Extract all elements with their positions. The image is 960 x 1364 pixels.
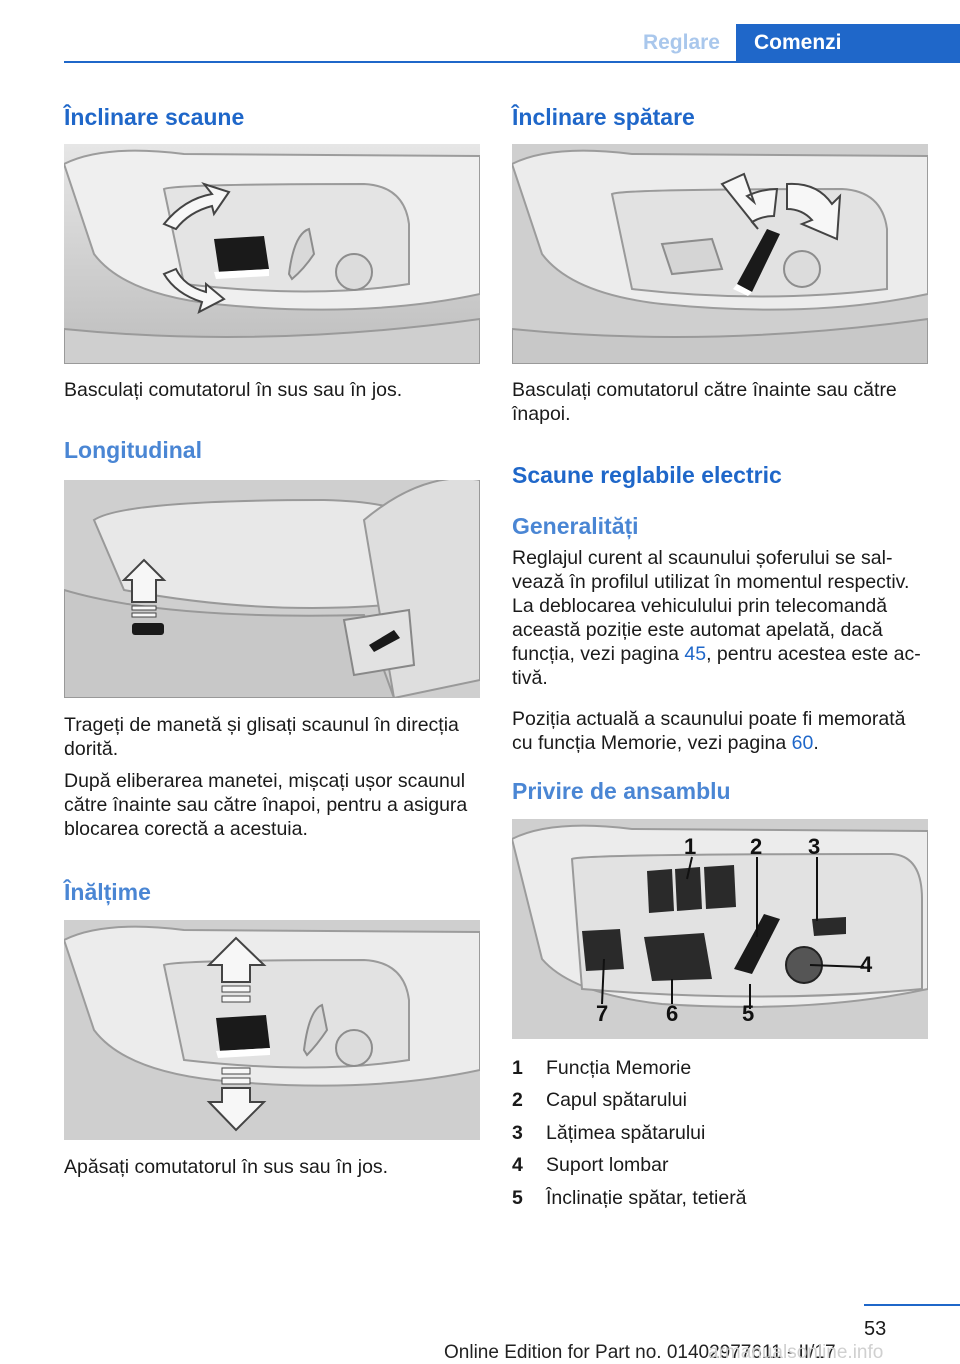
callout-7: 7 xyxy=(596,1001,608,1026)
section-title-electric-seats: Scaune reglabile electric xyxy=(512,462,782,488)
section-title-overview: Privire de ansamblu xyxy=(512,778,731,804)
list-item: 1 Funcția Memorie xyxy=(512,1056,692,1079)
list-item: 3 Lățimea spătarului xyxy=(512,1121,706,1144)
general-text-2: Poziția actuală a scaunului poate fi mem… xyxy=(512,708,906,754)
footer-rule xyxy=(864,1304,960,1306)
page-number: 53 xyxy=(864,1318,887,1340)
overview-illustration: 1 2 3 4 5 6 7 xyxy=(512,819,928,1039)
section-title-height: Înălțime xyxy=(64,879,151,905)
seat-tilt-illustration xyxy=(64,144,480,364)
watermark: armanualsonline.info xyxy=(708,1342,884,1363)
longitudinal-illustration xyxy=(64,480,480,698)
header-tabs: Reglare Comenzi xyxy=(626,24,960,62)
callout-4: 4 xyxy=(860,952,873,977)
backrest-tilt-illustration xyxy=(512,144,928,364)
tab-comenzi[interactable]: Comenzi xyxy=(736,24,960,62)
edition-text: Online Edition for Part no. 01402977611 … xyxy=(444,1342,836,1363)
overview-legend: 1 Funcția Memorie 2 Capul spătarului 3 L… xyxy=(512,1052,747,1215)
callout-1: 1 xyxy=(684,834,696,859)
longitudinal-text-1: Trageți de manetă și glisați scaunul în … xyxy=(64,714,459,760)
header-rule xyxy=(64,61,960,63)
section-title-seat-tilt: Înclinare scaune xyxy=(64,104,245,130)
backrest-tilt-caption: Basculați comutatorul către înainte sau … xyxy=(512,379,897,425)
callout-6: 6 xyxy=(666,1001,678,1026)
callout-2: 2 xyxy=(750,834,762,859)
longitudinal-text-2: După eliberarea manetei, mișcați ușor sc… xyxy=(64,770,468,840)
callout-5: 5 xyxy=(742,1001,754,1026)
height-caption: Apăsați comutatorul în sus sau în jos. xyxy=(64,1156,389,1178)
subsection-title-general: Generalități xyxy=(512,513,639,539)
callout-3: 3 xyxy=(808,834,820,859)
section-title-longitudinal: Longitudinal xyxy=(64,437,202,463)
page-link-45[interactable]: 45 xyxy=(684,643,707,665)
section-title-backrest-tilt: Înclinare spătare xyxy=(512,104,695,130)
tab-reglare[interactable]: Reglare xyxy=(642,31,720,54)
seat-tilt-caption: Basculați comutatorul în sus sau în jos. xyxy=(64,379,403,401)
list-item: 5 Înclinație spătar, tetieră xyxy=(512,1186,747,1209)
height-illustration xyxy=(64,920,480,1140)
page-link-60[interactable]: 60 xyxy=(791,732,814,754)
list-item: 2 Capul spătarului xyxy=(512,1089,687,1112)
general-text-1: Reglajul curent al scaunului șoferului s… xyxy=(512,547,921,689)
list-item: 4 Suport lombar xyxy=(512,1154,669,1177)
